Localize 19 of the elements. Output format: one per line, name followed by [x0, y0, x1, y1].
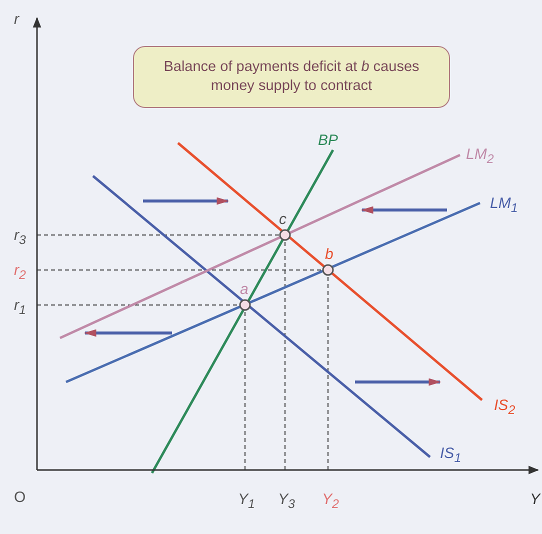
tick-label: r$_{1}$ [14, 298, 26, 318]
point-label: b [325, 247, 334, 263]
curve-label: LM$_{1}$ [490, 196, 518, 216]
tick-label: Y$_{3}$ [278, 492, 295, 512]
curve-label: BP [318, 133, 338, 149]
axis-label: Y [530, 492, 540, 508]
point-label: c [279, 212, 286, 228]
point-label: a [240, 282, 248, 298]
curve-label: IS$_{2}$ [494, 398, 516, 418]
curve-label: LM$_{2}$ [466, 147, 494, 167]
tick-label: Y$_{2}$ [322, 492, 339, 512]
tick-label: Y$_{1}$ [238, 492, 255, 512]
callout-text: Balance of payments deficit at b causes money supply to contract [164, 59, 420, 94]
callout-box [133, 46, 450, 108]
tick-label: r$_{2}$ [14, 263, 26, 283]
axis-label: r [14, 12, 19, 28]
curve-label: IS$_{1}$ [440, 446, 462, 466]
tick-label: r$_{3}$ [14, 228, 26, 248]
axis-label: O [14, 490, 26, 506]
